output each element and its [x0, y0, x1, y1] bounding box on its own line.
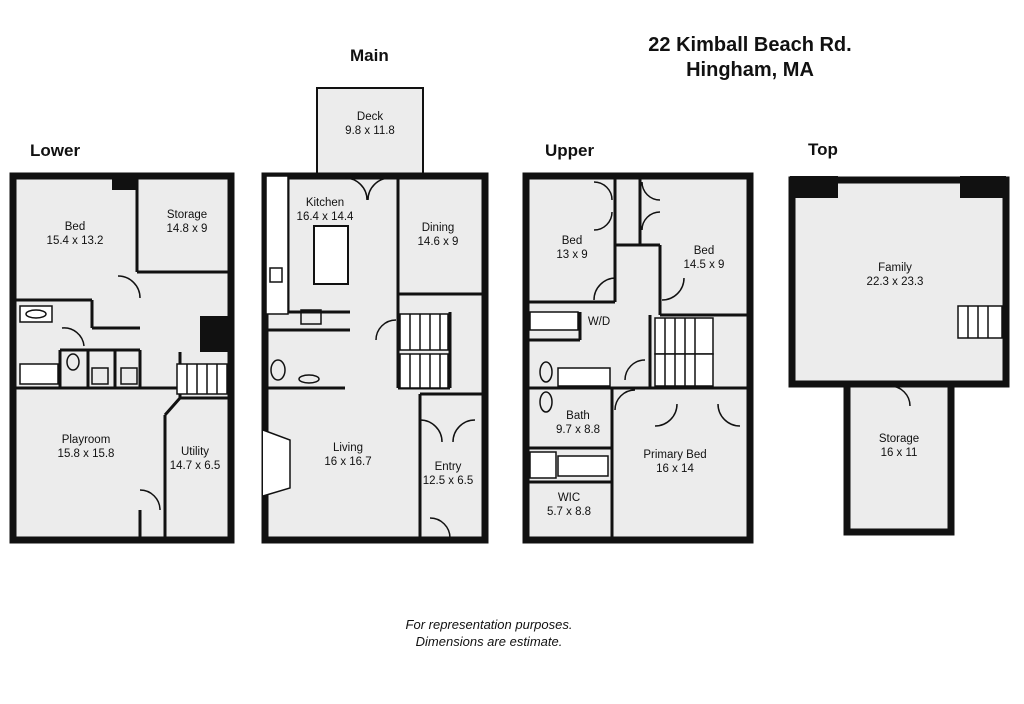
room-size: 14.5 x 9: [683, 259, 725, 271]
upper-floor-label: Upper: [545, 141, 595, 160]
room-name: Playroom: [61, 434, 111, 446]
top-storage-fill: [847, 384, 951, 532]
room-utility: Utility 14.7 x 6.5: [155, 445, 235, 473]
room-washer-dryer: W/D: [577, 315, 621, 329]
room-size: 14.7 x 6.5: [169, 460, 221, 472]
top-floor-label: Top: [808, 140, 838, 159]
room-name: Utility: [180, 446, 210, 458]
disclaimer-line-1: For representation purposes.: [405, 617, 573, 632]
room-dining: Dining 14.6 x 9: [398, 221, 478, 249]
room-size: 16 x 14: [656, 463, 694, 475]
room-name: Bed: [693, 245, 715, 257]
room-name: Deck: [356, 111, 384, 123]
room-size: 13 x 9: [556, 249, 588, 261]
main-floor-label: Main: [350, 46, 389, 65]
room-bath: Bath 9.7 x 8.8: [538, 409, 618, 437]
room-size: 16 x 11: [880, 447, 918, 459]
room-living: Living 16 x 16.7: [308, 441, 388, 469]
room-size: 16 x 16.7: [324, 456, 372, 468]
lower-floor-label: Lower: [30, 141, 81, 160]
room-name: Bed: [561, 235, 583, 247]
room-wic: WIC 5.7 x 8.8: [529, 491, 609, 519]
room-size: 14.6 x 9: [417, 236, 459, 248]
deck-fill: [317, 88, 423, 176]
lower-floor-fill: [13, 176, 231, 540]
address-line-2: Hingham, MA: [686, 59, 814, 81]
room-primary-bed: Primary Bed 16 x 14: [635, 448, 715, 476]
room-name: Bed: [64, 221, 86, 233]
room-size: 9.8 x 11.8: [345, 125, 395, 137]
room-upper-bed-1: Bed 13 x 9: [532, 234, 612, 262]
main-floor-walls: [261, 87, 489, 544]
room-name: W/D: [587, 316, 611, 328]
room-deck: Deck 9.8 x 11.8: [330, 110, 410, 138]
room-name: Primary Bed: [643, 449, 707, 461]
room-name: Kitchen: [305, 197, 345, 209]
room-entry: Entry 12.5 x 6.5: [408, 460, 488, 488]
room-name: Storage: [166, 209, 208, 221]
room-size: 22.3 x 23.3: [866, 276, 924, 288]
disclaimer-line-2: Dimensions are estimate.: [415, 634, 563, 649]
top-family-fill: [792, 182, 1006, 384]
room-size: 15.8 x 15.8: [57, 448, 115, 460]
top-floor-walls: [788, 176, 1010, 536]
room-size: 12.5 x 6.5: [422, 475, 474, 487]
room-size: 14.8 x 9: [166, 223, 208, 235]
room-name: Bath: [566, 410, 590, 422]
room-upper-bed-2: Bed 14.5 x 9: [664, 244, 744, 272]
room-name: Family: [878, 262, 912, 274]
room-size: 9.7 x 8.8: [555, 424, 601, 436]
room-size: 15.4 x 13.2: [46, 235, 104, 247]
room-name: Living: [332, 442, 364, 454]
room-family: Family 22.3 x 23.3: [855, 261, 935, 289]
room-kitchen: Kitchen 16.4 x 14.4: [285, 196, 365, 224]
room-name: Dining: [421, 222, 455, 234]
upper-floor-walls: [522, 172, 754, 544]
room-top-storage: Storage 16 x 11: [859, 432, 939, 460]
room-playroom: Playroom 15.8 x 15.8: [46, 433, 126, 461]
room-size: 16.4 x 14.4: [296, 211, 354, 223]
address-line-1: 22 Kimball Beach Rd.: [648, 34, 852, 56]
lower-floor-walls: [9, 172, 235, 544]
room-name: Storage: [878, 433, 920, 445]
room-size: 5.7 x 8.8: [546, 506, 592, 518]
room-name: Entry: [434, 461, 462, 473]
room-lower-storage: Storage 14.8 x 9: [147, 208, 227, 236]
room-lower-bed: Bed 15.4 x 13.2: [35, 220, 115, 248]
upper-floor-fill: [526, 176, 750, 540]
room-name: WIC: [557, 492, 581, 504]
